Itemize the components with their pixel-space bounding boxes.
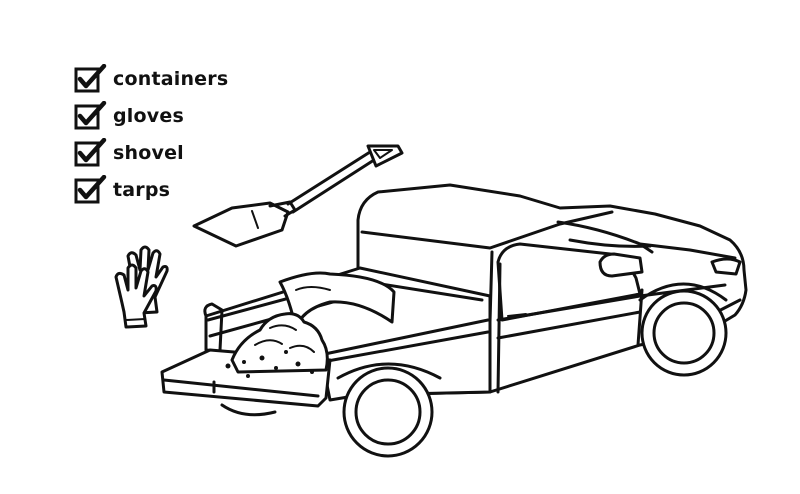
checklist-label: gloves (113, 104, 184, 127)
shovel-icon (192, 144, 404, 248)
checkbox-checked-icon (74, 63, 107, 92)
checkbox-checked-icon (74, 174, 107, 203)
checklist-label: shovel (113, 141, 184, 164)
checkbox-checked-icon (74, 137, 107, 166)
checklist-item-tarps: tarps (74, 171, 228, 208)
checklist-item-shovel: shovel (74, 134, 228, 171)
checklist-item-containers: containers (74, 60, 228, 97)
checklist-label: tarps (113, 178, 171, 201)
pickup-truck-icon (160, 183, 748, 458)
checkbox-checked-icon (74, 100, 107, 129)
checklist-item-gloves: gloves (74, 97, 228, 134)
checklist-label: containers (113, 67, 229, 90)
gloves-icon (114, 245, 169, 329)
supply-checklist: containers gloves shovel tarps (74, 60, 228, 208)
